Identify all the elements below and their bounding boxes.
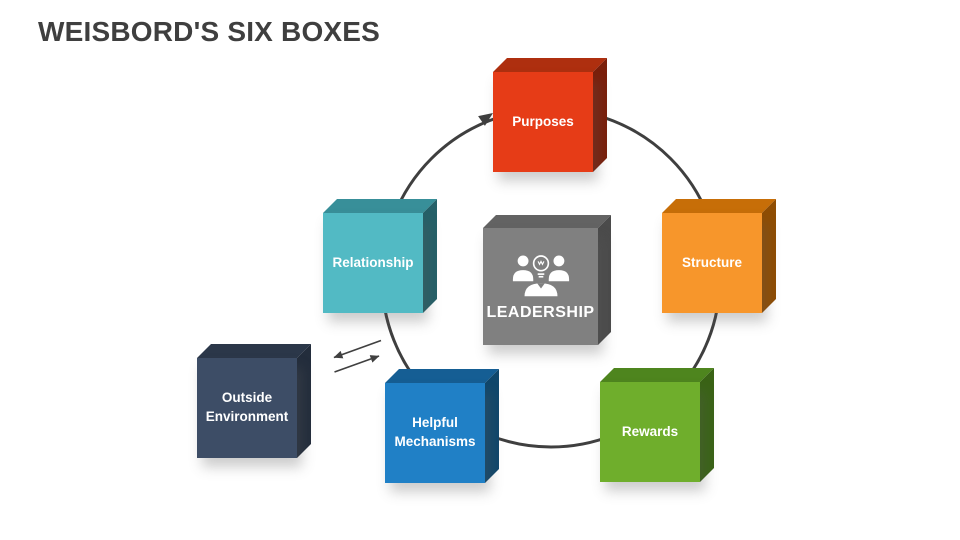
box-structure: Structure xyxy=(662,199,776,313)
box-rewards: Rewards xyxy=(600,368,714,482)
box-side-face xyxy=(593,58,607,172)
box-top-face xyxy=(600,368,714,382)
box-front-face: Helpful Mechanisms xyxy=(385,383,485,483)
box-top-face xyxy=(323,199,437,213)
box-top-face xyxy=(385,369,499,383)
box-top-face xyxy=(197,344,311,358)
box-side-face xyxy=(598,215,611,345)
center-box-label: LEADERSHIP xyxy=(486,303,595,321)
box-side-face xyxy=(762,199,776,313)
exchange-arrow-to-environment xyxy=(333,339,382,359)
team-leadership-idea-icon xyxy=(512,254,569,296)
box-leadership: LEADERSHIP xyxy=(483,215,611,345)
box-top-face xyxy=(483,215,611,228)
box-front-face: Structure xyxy=(662,213,762,313)
cycle-arrowhead-icon xyxy=(478,113,493,126)
box-purposes: Purposes xyxy=(493,58,607,172)
exchange-arrow-to-cycle xyxy=(334,355,380,373)
box-front-face: Outside Environment xyxy=(197,358,297,458)
box-top-face xyxy=(493,58,607,72)
page-title: WEISBORD'S SIX BOXES xyxy=(38,16,381,47)
box-side-face xyxy=(700,368,714,482)
box-label: Structure xyxy=(681,254,742,270)
box-label: Helpful Mechanisms xyxy=(394,415,476,449)
box-side-face xyxy=(297,344,311,458)
box-outside-environment: Outside Environment xyxy=(197,344,311,458)
box-helpful-mechanisms: Helpful Mechanisms xyxy=(385,369,499,483)
box-front-face: Relationship xyxy=(323,213,423,313)
box-front-face: LEADERSHIP xyxy=(483,228,598,345)
box-side-face xyxy=(485,369,499,483)
box-front-face: Purposes xyxy=(493,72,593,172)
collar-notch xyxy=(536,282,545,289)
box-relationship: Relationship xyxy=(323,199,437,313)
exchange-arrows xyxy=(333,339,382,373)
box-label: Relationship xyxy=(332,254,414,270)
box-label: Outside Environment xyxy=(205,390,289,424)
box-top-face xyxy=(662,199,776,213)
box-side-face xyxy=(423,199,437,313)
box-label: Purposes xyxy=(512,113,574,129)
box-front-face: Rewards xyxy=(600,382,700,482)
box-label: Rewards xyxy=(621,423,679,439)
